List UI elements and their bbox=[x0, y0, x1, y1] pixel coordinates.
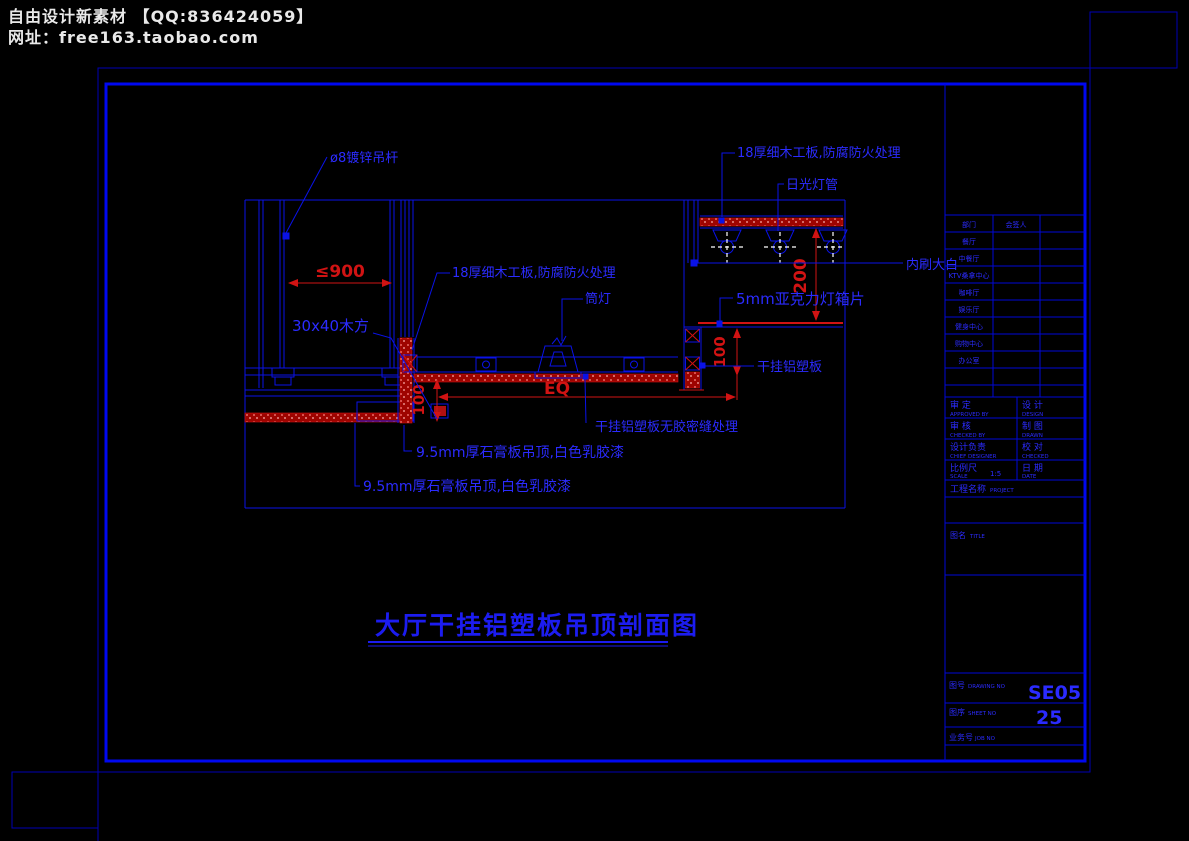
field-scale-value: 1:5 bbox=[990, 470, 1001, 478]
signoff-row: 健身中心 bbox=[955, 322, 983, 331]
field-date-sub: DATE bbox=[1022, 474, 1037, 480]
sheet-no-sub: SHEET NO bbox=[968, 711, 997, 717]
signoff-table: 部门 会签人 餐厅 中餐厅 KTV桑拿中心 咖啡厅 娱乐厅 健身中心 购物中心 … bbox=[945, 215, 1085, 398]
dim-100-step-text: 100 bbox=[410, 384, 428, 415]
corner-box-bottom-left bbox=[11, 771, 99, 829]
project-sub: PROJECT bbox=[990, 488, 1014, 494]
sheet-title-label: 图名 bbox=[950, 530, 966, 540]
detail-drawing: ≤900 200 100 100 EQ ø8镀锌吊杆 18厚细木工板,防腐防火处… bbox=[244, 145, 958, 647]
signoff-row: 中餐厅 bbox=[959, 254, 980, 263]
drawing-title-text: 大厅干挂铝塑板吊顶剖面图 bbox=[375, 611, 699, 640]
field-proof-label: 校 对 bbox=[1022, 441, 1043, 453]
drawing-title: 大厅干挂铝塑板吊顶剖面图 bbox=[368, 611, 699, 647]
field-checked-label: 审 核 bbox=[950, 420, 971, 432]
signoff-row: 办公室 bbox=[959, 356, 980, 365]
field-checked-sub: CHECKED BY bbox=[950, 433, 986, 439]
sheet-frames bbox=[11, 11, 1178, 841]
job-no-sub: JOB NO bbox=[974, 736, 996, 742]
signoff-col2-header: 会签人 bbox=[1006, 220, 1027, 229]
drawing-no-label: 图号 bbox=[949, 681, 965, 690]
field-proof-sub: CHECKED bbox=[1022, 454, 1049, 460]
field-chief-label: 设计负责 bbox=[950, 441, 986, 453]
label-plywood-left: 18厚细木工板,防腐防火处理 bbox=[452, 265, 616, 281]
label-downlight: 筒灯 bbox=[585, 291, 611, 307]
job-no-label: 业务号 bbox=[949, 732, 973, 742]
title-block: 部门 会签人 餐厅 中餐厅 KTV桑拿中心 咖啡厅 娱乐厅 健身中心 购物中心 … bbox=[944, 84, 1085, 761]
label-hanger-rod: ø8镀锌吊杆 bbox=[330, 150, 398, 166]
label-wood-batten: 30x40木方 bbox=[292, 317, 369, 335]
hanger-rods bbox=[258, 200, 414, 388]
field-date-label: 日 期 bbox=[1022, 463, 1043, 474]
project-label: 工程名称 bbox=[950, 483, 986, 495]
label-fluorescent-tube: 日光灯管 bbox=[786, 178, 838, 193]
field-grid: 审 定 APPROVED BY 设 计 DESIGN 审 核 CHECKED B… bbox=[945, 397, 1085, 481]
signoff-row: 购物中心 bbox=[955, 339, 983, 348]
signoff-row: 餐厅 bbox=[962, 237, 976, 246]
drawing-no-sub: DRAWING NO bbox=[968, 684, 1006, 690]
field-drawn-sub: DRAWN bbox=[1022, 433, 1043, 439]
dim-100-right-text: 100 bbox=[711, 336, 729, 367]
dim-200-text: 200 bbox=[791, 258, 811, 294]
label-plywood-right: 18厚细木工板,防腐防火处理 bbox=[737, 145, 901, 161]
fluorescent-lamp bbox=[711, 229, 743, 263]
corner-box-top-right bbox=[1089, 11, 1178, 69]
panel-clip bbox=[475, 357, 497, 372]
signoff-row: 娱乐厅 bbox=[959, 305, 980, 314]
field-chief-sub: CHIEF DESIGNER bbox=[950, 454, 997, 460]
sheet-no-value: 25 bbox=[1036, 707, 1062, 729]
signoff-col1-header: 部门 bbox=[962, 220, 976, 229]
sheet-no-label: 图序 bbox=[949, 707, 965, 717]
inner-border bbox=[104, 82, 1087, 763]
light-box bbox=[679, 200, 848, 391]
field-design-sub: DESIGN bbox=[1022, 412, 1043, 418]
field-approved-sub: APPROVED BY bbox=[950, 412, 989, 418]
fluorescent-lamp bbox=[764, 229, 796, 263]
signoff-row: 咖啡厅 bbox=[959, 288, 980, 297]
field-approved-label: 审 定 bbox=[950, 399, 971, 411]
plywood-hatch-top bbox=[699, 217, 844, 227]
field-design-label: 设 计 bbox=[1022, 399, 1043, 411]
field-drawn-label: 制 图 bbox=[1022, 420, 1043, 432]
dim-900-text: ≤900 bbox=[315, 262, 365, 282]
mid-ceiling bbox=[412, 335, 679, 383]
hanger-grip-dot bbox=[282, 232, 290, 240]
watermark-header: 自由设计新素材 【QQ:836424059】 网址：free163.taobao… bbox=[8, 7, 313, 47]
fluorescent-lamp bbox=[817, 229, 848, 263]
label-gypsum-2: 9.5mm厚石膏板吊顶,白色乳胶漆 bbox=[363, 478, 571, 495]
project-section: 工程名称 PROJECT 图名 TITLE bbox=[945, 483, 1085, 576]
number-section: 图号 DRAWING NO SE05 图序 SHEET NO 25 业务号 JO… bbox=[945, 672, 1085, 746]
field-scale-sub: SCALE bbox=[950, 474, 968, 480]
sheet-title-sub: TITLE bbox=[969, 534, 985, 540]
watermark-line1: 自由设计新素材 【QQ:836424059】 bbox=[8, 7, 313, 26]
watermark-line2: 网址：free163.taobao.com bbox=[8, 28, 259, 47]
label-alum-panel-seam: 干挂铝塑板无胶密缝处理 bbox=[595, 419, 738, 435]
field-scale-label: 比例尺 bbox=[950, 462, 977, 474]
outer-frame bbox=[97, 67, 1091, 773]
seam-grip-dot bbox=[582, 373, 589, 380]
panel-clip bbox=[623, 357, 645, 372]
plywood-grip-dot bbox=[718, 217, 725, 224]
right-panel-strip bbox=[679, 326, 704, 391]
label-alum-panel: 干挂铝塑板 bbox=[757, 360, 822, 375]
label-gypsum-1: 9.5mm厚石膏板吊顶,白色乳胶漆 bbox=[416, 444, 624, 461]
label-whitewash: 内刷大白 bbox=[906, 257, 958, 273]
downlight-symbol bbox=[534, 335, 582, 379]
edge-molding bbox=[356, 401, 414, 422]
edge-block bbox=[434, 406, 446, 416]
dimensions: ≤900 200 100 100 EQ bbox=[288, 228, 820, 422]
drawing-no-value: SE05 bbox=[1028, 682, 1081, 704]
dim-eq-text: EQ bbox=[544, 379, 570, 399]
annotations: ø8镀锌吊杆 18厚细木工板,防腐防火处理 筒灯 30x40木方 18厚细木工板… bbox=[285, 145, 958, 495]
label-acrylic-panel: 5mm亚克力灯箱片 bbox=[736, 290, 865, 308]
signoff-row: KTV桑拿中心 bbox=[948, 271, 989, 280]
